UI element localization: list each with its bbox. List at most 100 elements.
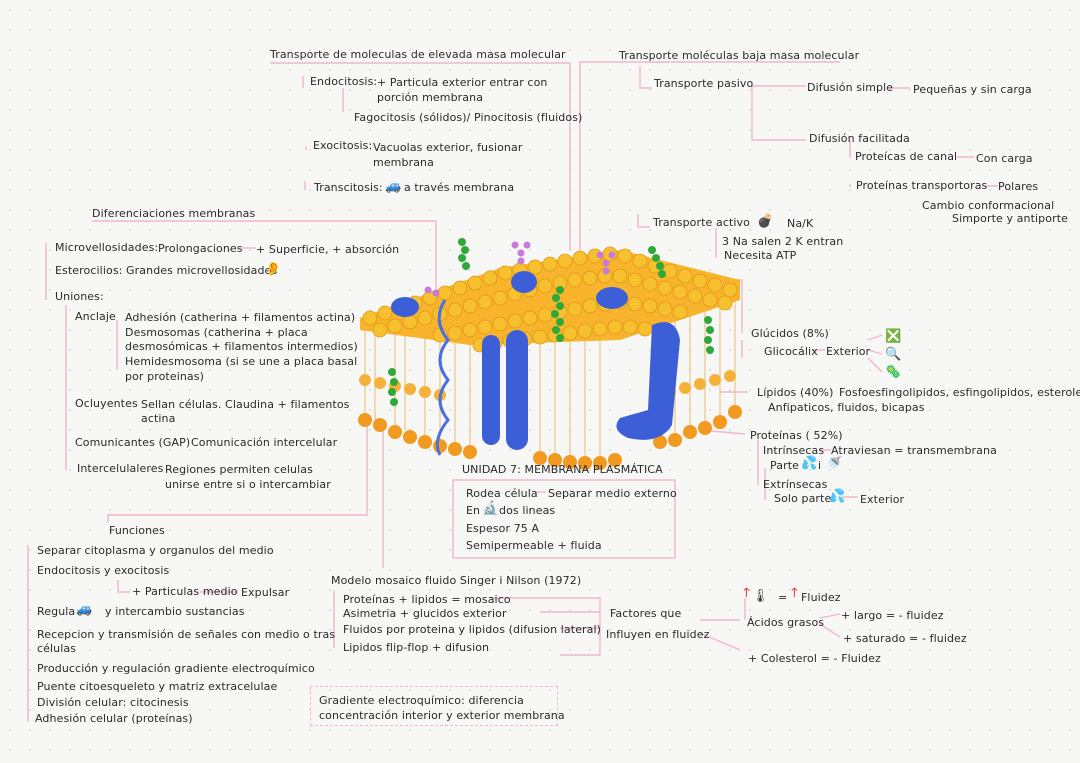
splash-icon: 💦 bbox=[829, 489, 846, 504]
cross-icon: ❎ bbox=[885, 329, 902, 344]
factores-line1: Factores que bbox=[610, 607, 682, 620]
exocitosis-label: Exocitosis: bbox=[313, 139, 373, 152]
crossed-splash-icon: 🚿 bbox=[826, 456, 843, 471]
funciones-title: Funciones bbox=[109, 524, 165, 537]
transporte-activo: Transporte activo bbox=[653, 216, 750, 229]
funcion-2: Endocitosis y exocitosis bbox=[37, 564, 170, 577]
pequenas-sin-carga: Pequeñas y sin carga bbox=[913, 83, 1032, 96]
parte: Parte bbox=[770, 459, 799, 472]
modelo-2: Asimetria + glucidos exterior bbox=[343, 607, 507, 620]
temp-eq: = bbox=[778, 591, 788, 604]
modelo-3: Fluidos por proteina y lipidos (difusion… bbox=[343, 623, 602, 636]
simporte-antiporte: Simporte y antiporte bbox=[952, 212, 1068, 225]
prolongaciones: Prolongaciones bbox=[158, 242, 243, 255]
adhesion-line1: Adhesión (catherina + filamentos actina) bbox=[125, 311, 356, 324]
glicocalix-exterior: Exterior bbox=[826, 345, 871, 358]
fagocitosis-text: Fagocitosis (sólidos)/ Pinocitosis (flui… bbox=[354, 111, 583, 124]
proteinas: Proteínas ( 52%) bbox=[750, 429, 843, 442]
splash-icon: 💦 bbox=[801, 456, 818, 471]
difusion-simple: Difusión simple bbox=[807, 81, 894, 94]
center-semipermeable: Semipermeable + fluida bbox=[466, 539, 602, 552]
exocitosis-text1: Vacuolas exterior, fusionar bbox=[373, 141, 523, 154]
transcitosis-label: Transcitosis: bbox=[314, 181, 383, 194]
virus-icon: 🦠 bbox=[885, 365, 902, 380]
funcion-4b: células bbox=[37, 642, 77, 655]
proteinas-canal: Proteícas de canal bbox=[855, 150, 958, 163]
con-carga: Con carga bbox=[976, 152, 1033, 165]
diferenciaciones-title: Diferenciaciones membranas bbox=[92, 207, 256, 220]
endocitosis-label: Endocitosis: bbox=[310, 75, 378, 88]
polares: Polares bbox=[998, 180, 1039, 193]
funcion-6: Puente citoesqueleto y matriz extracelul… bbox=[37, 680, 278, 693]
magnifier-icon: 🔍 bbox=[885, 347, 902, 362]
center-espesor: Espesor 75 A bbox=[466, 522, 540, 535]
bomb-icon: 💣 bbox=[757, 214, 774, 229]
center-separar: Separar medio externo bbox=[548, 487, 677, 500]
modelo-title: Modelo mosaico fluido Singer i Nilson (1… bbox=[331, 574, 582, 587]
transcitosis-text: a través membrana bbox=[404, 181, 515, 194]
comunicacion-intercelular: Comunicación intercelular bbox=[191, 436, 338, 449]
arrow-up-icon: ↑ bbox=[789, 586, 800, 601]
adhesion-line2: Desmosomas (catherina + placa bbox=[125, 326, 308, 339]
lipidos: Lípidos (40%) bbox=[757, 386, 834, 399]
extrinsecas: Extrínsecas bbox=[763, 478, 828, 491]
colesterol: + Colesterol = - Fluidez bbox=[748, 652, 881, 665]
funcion-3b: y intercambio sustancias bbox=[105, 605, 245, 618]
comunicantes: Comunicantes (GAP) bbox=[75, 436, 191, 449]
proteinas-transportoras: Proteínas transportoras bbox=[856, 179, 988, 192]
ocluyentes: Ocluyentes bbox=[75, 397, 138, 410]
funcion-3a: Regula bbox=[37, 605, 76, 618]
ocluyentes-line2: actina bbox=[141, 412, 176, 425]
gradiente-line2: concentración interior y exterior membra… bbox=[319, 709, 565, 722]
transporte-pasivo: Transporte pasivo bbox=[654, 77, 754, 90]
microvellosidades: Microvellosidades: bbox=[55, 241, 159, 254]
na-k: Na/K bbox=[787, 217, 814, 230]
center-rodea: Rodea célula bbox=[466, 487, 538, 500]
anclaje: Anclaje bbox=[75, 310, 116, 323]
parte-i: i bbox=[818, 459, 822, 472]
funcion-1: Separar citoplasma y organulos del medio bbox=[37, 544, 274, 557]
adhesion-line3: desmosómicas + filamentos intermedios) bbox=[125, 340, 358, 353]
extrinsecas-exterior: Exterior bbox=[860, 493, 905, 506]
funcion-4a: Recepcion y transmisión de señales con m… bbox=[37, 628, 336, 641]
modelo-1: Proteínas + lipidos = mosaico bbox=[343, 593, 511, 606]
necesita-atp: Necesita ATP bbox=[724, 249, 797, 262]
largo: + largo = - fluidez bbox=[841, 609, 944, 622]
ear-icon: 👂 bbox=[265, 262, 282, 277]
atraviesan: Atraviesan = transmembrana bbox=[831, 444, 997, 457]
esterocilios: Esterocilios: Grandes microvellosidades bbox=[55, 264, 278, 277]
factores-line2: Influyen en fluidez bbox=[606, 628, 710, 641]
center-title: UNIDAD 7: MEMBRANA PLASMÁTICA bbox=[462, 463, 663, 476]
glucidos: Glúcidos (8%) bbox=[751, 327, 829, 340]
adhesion-line5: por proteinas) bbox=[125, 370, 204, 383]
gradiente-box bbox=[310, 686, 558, 726]
intrinsecas: Intrínsecas bbox=[763, 444, 825, 457]
center-en: En bbox=[466, 504, 481, 517]
modelo-4: Lipidos flip-flop + difusion bbox=[343, 641, 490, 654]
high-mass-title: Transporte de moleculas de elevada masa … bbox=[270, 48, 566, 61]
funcion-2a: + Particulas medio bbox=[132, 585, 238, 598]
intercelulares-line2: unirse entre si o intercambiar bbox=[165, 478, 331, 491]
lipidos-propiedades: Anfipaticos, fluidos, bicapas bbox=[768, 401, 925, 414]
acidos-grasos: Ácidos grasos bbox=[747, 616, 825, 629]
cambio-conformacional: Cambio conformacional bbox=[922, 199, 1055, 212]
membrane-illustration bbox=[358, 238, 742, 470]
fluidez-label: Fluidez bbox=[801, 591, 841, 604]
thermometer-icon: 🌡 bbox=[752, 589, 769, 604]
ocluyentes-line1: Sellan células. Claudina + filamentos bbox=[141, 398, 350, 411]
superficie-absorcion: + Superficie, + absorción bbox=[256, 243, 400, 256]
uniones: Uniones: bbox=[55, 290, 104, 303]
solo-parte: Solo parte bbox=[774, 492, 832, 505]
endocitosis-text2: porción membrana bbox=[377, 91, 484, 104]
saturado: + saturado = - fluidez bbox=[843, 632, 967, 645]
adhesion-line4: Hemidesmosoma (si se une a placa basal bbox=[125, 355, 358, 368]
exocitosis-text2: membrana bbox=[373, 156, 434, 169]
microscope-icon: 🔬 bbox=[482, 501, 499, 516]
na-salen: 3 Na salen 2 K entran bbox=[722, 235, 844, 248]
glicocalix: Glicocálix bbox=[764, 345, 818, 358]
endocitosis-text1: + Particula exterior entrar con bbox=[377, 76, 548, 89]
funcion-8: Adhesión celular (proteínas) bbox=[35, 712, 193, 725]
low-mass-title: Transporte moléculas baja masa molecular bbox=[619, 49, 860, 62]
funcion-7: División celular: citocinesis bbox=[37, 696, 189, 709]
